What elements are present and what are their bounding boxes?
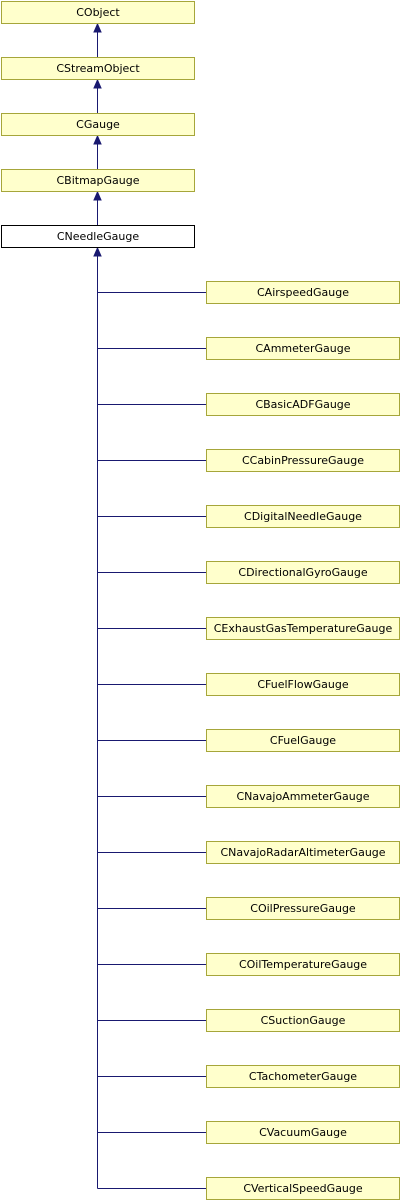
class-node-c-vacuum-gauge[interactable]: CVacuumGauge <box>206 1121 400 1144</box>
class-node-c-needle-gauge-label: CNeedleGauge <box>57 230 139 243</box>
class-node-c-vertical-speed-gauge-label: CVerticalSpeedGauge <box>243 1182 363 1195</box>
class-node-c-gauge[interactable]: CGauge <box>1 113 195 136</box>
class-node-c-object-label: CObject <box>76 6 120 19</box>
class-node-c-navajo-radar-altimeter-gauge[interactable]: CNavajoRadarAltimeterGauge <box>206 841 400 864</box>
class-node-c-basic-adf-gauge[interactable]: CBasicADFGauge <box>206 393 400 416</box>
class-node-c-directional-gyro-gauge-label: CDirectionalGyroGauge <box>238 566 367 579</box>
class-node-c-fuel-flow-gauge-label: CFuelFlowGauge <box>257 678 349 691</box>
class-node-c-gauge-box <box>1 113 195 136</box>
class-node-c-tachometer-gauge[interactable]: CTachometerGauge <box>206 1065 400 1088</box>
inheritance-arrowhead <box>93 22 102 33</box>
class-node-c-object-box <box>1 1 195 24</box>
inheritance-arrowhead <box>93 246 102 257</box>
class-node-c-suction-gauge[interactable]: CSuctionGauge <box>206 1009 400 1032</box>
class-node-c-digital-needle-gauge-label: CDigitalNeedleGauge <box>244 510 362 523</box>
class-node-c-basic-adf-gauge-label: CBasicADFGauge <box>255 398 350 411</box>
class-node-c-exhaust-gas-temperature-gauge-label: CExhaustGasTemperatureGauge <box>214 622 393 635</box>
class-node-c-directional-gyro-gauge[interactable]: CDirectionalGyroGauge <box>206 561 400 584</box>
class-node-c-airspeed-gauge[interactable]: CAirspeedGauge <box>206 281 400 304</box>
class-node-c-navajo-ammeter-gauge-label: CNavajoAmmeterGauge <box>237 790 370 803</box>
class-node-c-exhaust-gas-temperature-gauge[interactable]: CExhaustGasTemperatureGauge <box>206 617 400 640</box>
class-node-c-vertical-speed-gauge[interactable]: CVerticalSpeedGauge <box>206 1177 400 1200</box>
class-node-c-stream-object-box <box>1 57 195 80</box>
inheritance-arrowhead <box>93 78 102 89</box>
class-node-c-oil-pressure-gauge[interactable]: COilPressureGauge <box>206 897 400 920</box>
class-node-c-oil-temperature-gauge[interactable]: COilTemperatureGauge <box>206 953 400 976</box>
class-node-c-fuel-gauge-label: CFuelGauge <box>270 734 336 747</box>
class-node-c-airspeed-gauge-label: CAirspeedGauge <box>257 286 349 299</box>
class-node-c-needle-gauge-box <box>1 225 195 248</box>
inheritance-arrowhead <box>93 190 102 201</box>
class-node-c-ammeter-gauge-label: CAmmeterGauge <box>256 342 351 355</box>
class-node-c-vacuum-gauge-label: CVacuumGauge <box>259 1126 347 1139</box>
class-node-c-bitmap-gauge-label: CBitmapGauge <box>56 174 139 187</box>
class-node-c-navajo-radar-altimeter-gauge-label: CNavajoRadarAltimeterGauge <box>220 846 385 859</box>
class-node-c-navajo-ammeter-gauge[interactable]: CNavajoAmmeterGauge <box>206 785 400 808</box>
class-node-c-oil-temperature-gauge-label: COilTemperatureGauge <box>239 958 367 971</box>
class-node-c-fuel-flow-gauge[interactable]: CFuelFlowGauge <box>206 673 400 696</box>
class-node-c-bitmap-gauge[interactable]: CBitmapGauge <box>1 169 195 192</box>
class-node-c-bitmap-gauge-box <box>1 169 195 192</box>
class-node-c-stream-object-label: CStreamObject <box>56 62 140 75</box>
inheritance-arrowhead <box>93 134 102 145</box>
class-node-c-gauge-label: CGauge <box>76 118 120 131</box>
class-node-c-ammeter-gauge[interactable]: CAmmeterGauge <box>206 337 400 360</box>
class-node-c-needle-gauge[interactable]: CNeedleGauge <box>1 225 195 248</box>
class-node-c-cabin-pressure-gauge-label: CCabinPressureGauge <box>242 454 364 467</box>
class-node-c-fuel-gauge[interactable]: CFuelGauge <box>206 729 400 752</box>
class-node-c-suction-gauge-label: CSuctionGauge <box>261 1014 346 1027</box>
inheritance-edges <box>93 22 207 1189</box>
class-node-c-tachometer-gauge-label: CTachometerGauge <box>249 1070 357 1083</box>
class-node-c-cabin-pressure-gauge[interactable]: CCabinPressureGauge <box>206 449 400 472</box>
class-node-c-object[interactable]: CObject <box>1 1 195 24</box>
class-node-c-digital-needle-gauge[interactable]: CDigitalNeedleGauge <box>206 505 400 528</box>
class-node-c-stream-object[interactable]: CStreamObject <box>1 57 195 80</box>
class-node-c-oil-pressure-gauge-label: COilPressureGauge <box>250 902 356 915</box>
